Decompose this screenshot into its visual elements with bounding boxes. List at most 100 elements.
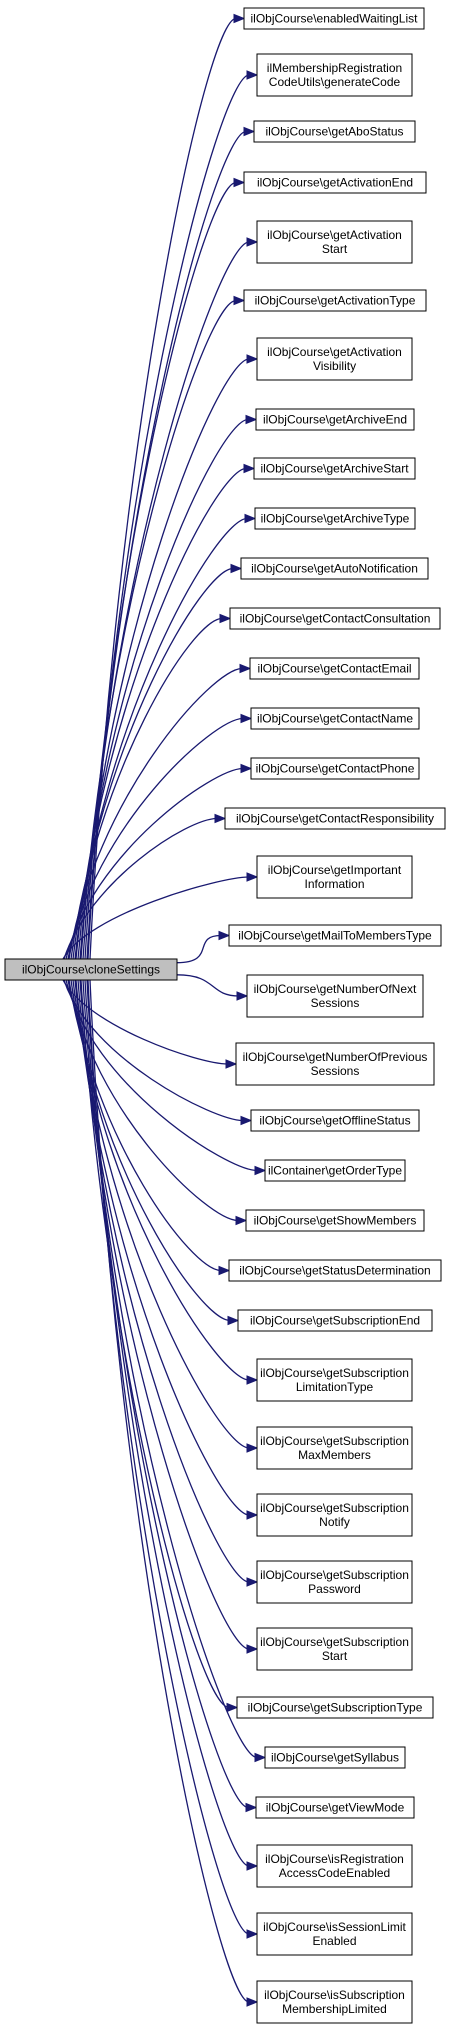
root-function-node[interactable]: ilObjCourse\cloneSettings [4,958,178,981]
arrowhead [246,70,259,80]
callee-function-node[interactable]: ilObjCourse\getActivationType [243,289,427,312]
callee-function-node[interactable]: ilObjCourse\getAutoNotification [240,557,429,580]
arrowhead [233,295,246,306]
call-edge [70,617,223,960]
callee-function-node[interactable]: ilMembershipRegistrationCodeUtils\genera… [256,53,413,97]
callee-function-node-label-line: Visibility [313,359,356,373]
callee-function-node[interactable]: ilObjCourse\enabledWaitingList [243,7,425,30]
callee-function-node[interactable]: ilObjCourse\getSubscriptionType [236,1696,434,1719]
callee-function-node-box [256,1912,413,1956]
callee-function-node-label-line: Sessions [311,1064,360,1078]
callee-function-node-box [250,707,420,730]
callee-function-node-box [256,53,413,97]
callee-function-node[interactable]: ilObjCourse\getViewMode [255,1796,415,1819]
arrowhead [235,1215,248,1226]
arrowhead [218,930,231,941]
callee-function-node[interactable]: ilObjCourse\getSubscriptionEnd [237,1309,433,1332]
callee-function-node[interactable]: ilObjCourse\getSyllabus [264,1746,406,1769]
callee-function-node[interactable]: ilObjCourse\getSubscriptionLimitationTyp… [256,1358,413,1402]
callee-function-node[interactable]: ilObjCourse\getArchiveStart [253,457,416,480]
callee-function-node[interactable]: ilObjCourse\getContactName [250,707,420,730]
callee-function-node-box [256,337,413,381]
callee-function-node-box [256,855,413,899]
callee-function-node-label-line: ilObjCourse\getActivation [267,345,402,359]
arrowhead [240,763,253,774]
callee-function-node[interactable]: ilContainer\getOrderType [264,1159,406,1182]
arrowhead [254,1752,267,1763]
callee-function-node[interactable]: ilObjCourse\isSubscriptionMembershipLimi… [256,1980,413,2024]
callee-function-node-label-line: ilObjCourse\getContactResponsibility [236,812,434,826]
callee-function-node-label-line: Sessions [311,996,360,1010]
callee-function-node[interactable]: ilObjCourse\getMailToMembersType [228,924,442,947]
callee-function-node-box [228,1259,442,1282]
callee-function-node-box [256,1358,413,1402]
callee-function-node[interactable]: ilObjCourse\getArchiveEnd [255,408,415,431]
callee-function-node-label-line: ilObjCourse\getArchiveEnd [263,413,407,427]
callee-function-node[interactable]: ilObjCourse\getContactEmail [249,657,420,680]
call-edge [68,667,243,960]
arrowhead [227,1315,240,1326]
callee-function-node[interactable]: ilObjCourse\isRegistrationAccessCodeEnab… [256,1844,413,1888]
callee-function-node-label-line: ilObjCourse\getSyllabus [271,1751,399,1765]
callee-function-node[interactable]: ilObjCourse\getShowMembers [245,1209,425,1232]
callee-function-node-box [246,974,424,1018]
callee-function-node-label-line: Information [304,877,364,891]
callee-function-node[interactable]: ilObjCourse\getArchiveType [254,507,416,530]
callee-function-node-box [256,1560,413,1604]
call-edge [63,817,218,960]
root-function-node-box [4,958,178,981]
arrowhead [254,1165,267,1176]
callee-function-node[interactable]: ilObjCourse\getStatusDetermination [228,1259,442,1282]
arrowhead [243,126,256,137]
callee-function-node-label-line: ilObjCourse\isSubscription [264,1988,405,2002]
arrowhead [246,1443,259,1453]
call-edges [62,13,267,2007]
arrowhead [246,1644,259,1654]
arrowhead [240,1115,253,1126]
callee-function-node[interactable]: ilObjCourse\getContactConsultation [229,607,441,630]
callee-function-node[interactable]: ilObjCourse\getContactResponsibility [224,807,446,830]
callee-function-node-box [240,557,429,580]
arrowhead [246,872,259,882]
arrowhead [243,463,256,474]
call-edge [77,418,249,960]
callee-function-node[interactable]: ilObjCourse\getOfflineStatus [250,1109,420,1132]
call-edge [65,767,244,960]
call-edge [176,974,240,997]
callee-function-node-label-line: ilObjCourse\getContactPhone [256,762,415,776]
arrowhead [246,1510,259,1520]
call-edge [80,299,237,960]
callee-function-node[interactable]: ilObjCourse\getContactPhone [250,757,420,780]
callee-function-node-label-line: ilObjCourse\getAutoNotification [251,562,418,576]
call-edge [74,517,248,960]
callee-function-node-label-line: ilObjCourse\getContactEmail [257,662,411,676]
callee-function-node-label-line: ilObjCourse\getSubscription [260,1366,409,1380]
callee-function-node[interactable]: ilObjCourse\getAboStatus [253,120,416,143]
callee-function-node-box [256,1493,413,1537]
arrowhead [245,1802,258,1813]
callee-function-node-label-line: ilObjCourse\enabledWaitingList [251,12,419,26]
callee-function-node-label-line: MembershipLimited [282,2002,387,2016]
callee-function-node-label-line: ilObjCourse\getContactConsultation [240,612,431,626]
callee-function-node-label-line: ilObjCourse\getSubscription [260,1635,409,1649]
callee-function-node[interactable]: ilObjCourse\getActivationEnd [243,171,427,194]
callee-function-node-label-line: ilObjCourse\getShowMembers [254,1214,417,1228]
callee-function-node-box [249,657,420,680]
call-edge [67,717,244,960]
arrowhead [233,13,246,24]
callee-function-node-label-line: ilObjCourse\getActivationEnd [257,176,413,190]
callee-function-node-label-line: ilObjCourse\getSubscriptionType [248,1701,423,1715]
arrowhead [246,1375,259,1385]
callee-function-node-label-line: Password [308,1582,361,1596]
